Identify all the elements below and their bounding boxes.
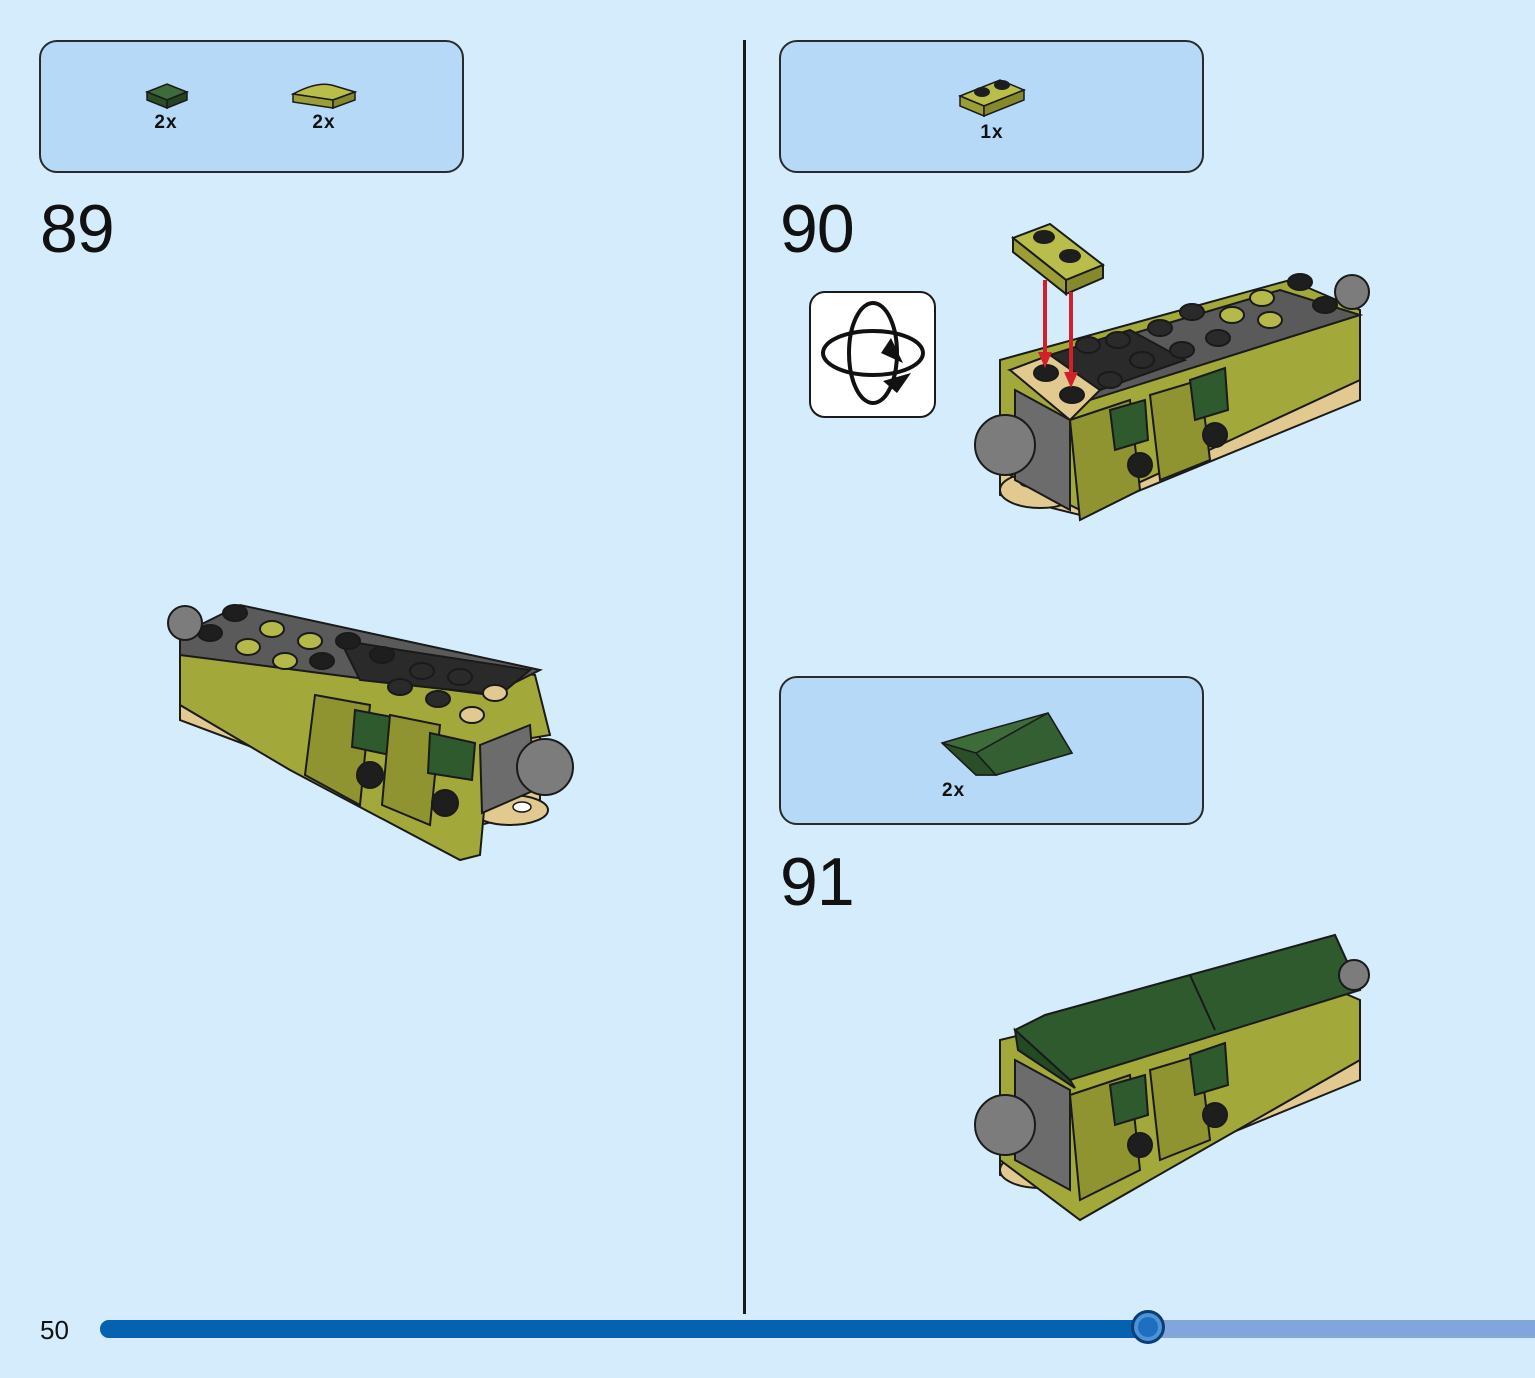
olive-plate-1x2-icon — [958, 79, 1026, 118]
step-90-model-illustration — [974, 222, 1370, 522]
dark-green-tile-1x1-icon — [144, 83, 189, 110]
part-quantity: 1x — [980, 122, 1004, 143]
part-item: 2x — [289, 78, 359, 134]
progress-marker-icon — [1130, 1310, 1165, 1344]
parts-callout-step-90: 1x — [779, 40, 1204, 173]
parts-callout-step-89: 2x 2x — [39, 40, 464, 173]
part-item: 2x — [141, 78, 191, 134]
progress-bar-fill — [100, 1320, 1148, 1338]
part-item: 2x — [936, 703, 1076, 802]
step-91-model-illustration — [974, 933, 1370, 1222]
part-quantity: 2x — [312, 112, 336, 133]
step-number-89: 89 — [40, 191, 115, 267]
step-number-90: 90 — [780, 191, 855, 267]
step-number-91: 91 — [780, 844, 855, 920]
part-quantity: 2x — [154, 112, 178, 133]
part-quantity: 2x — [942, 780, 966, 801]
column-divider — [743, 40, 746, 1314]
progress-bar — [100, 1310, 1535, 1344]
page-number: 50 — [40, 1315, 69, 1345]
parts-callout-step-91: 2x — [779, 676, 1204, 825]
olive-curved-slope-icon — [290, 83, 358, 110]
step-89-model-illustration — [167, 603, 574, 862]
part-item: 1x — [956, 72, 1028, 144]
rotate-model-box — [809, 291, 936, 418]
dark-green-slope-icon — [940, 711, 1074, 776]
rotate-model-icon — [821, 301, 925, 405]
